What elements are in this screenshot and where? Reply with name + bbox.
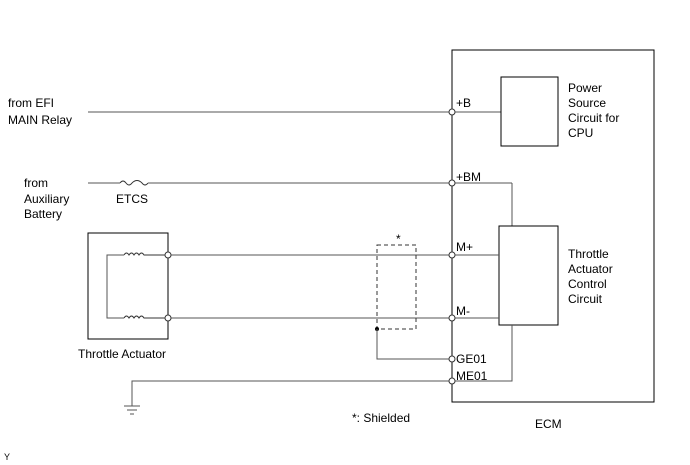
actuator-inner-wire — [106, 254, 124, 319]
wire-me01 — [131, 325, 513, 406]
terminal-me01 — [448, 377, 456, 385]
power-source-label-4: CPU — [568, 126, 593, 140]
throttle-actuator-label: Throttle Actuator — [78, 347, 166, 361]
terminal-plus-b — [448, 108, 456, 116]
power-source-label-3: Circuit for — [568, 111, 619, 125]
aux-battery-label-1: from — [24, 176, 48, 190]
terminal-plus-bm-label: +BM — [456, 170, 481, 184]
throttle-control-label-1: Throttle — [568, 247, 609, 261]
motor-coil-bottom — [123, 315, 168, 319]
actuator-terminal-top — [164, 251, 172, 259]
shield-box — [376, 244, 417, 330]
actuator-terminal-bottom — [164, 314, 172, 322]
terminal-m-minus — [448, 314, 456, 322]
terminal-m-plus — [448, 251, 456, 259]
terminal-m-plus-label: M+ — [456, 240, 473, 254]
shield-mark: * — [396, 232, 401, 246]
efi-relay-label-2: MAIN Relay — [8, 113, 72, 127]
motor-coil-top — [123, 252, 168, 256]
ecm-label: ECM — [535, 417, 562, 431]
aux-battery-label-2: Auxiliary — [24, 192, 69, 206]
terminal-plus-b-label: +B — [456, 96, 471, 110]
throttle-control-label-3: Control — [568, 277, 607, 291]
efi-relay-label-1: from EFI — [8, 96, 54, 110]
throttle-control-label-4: Circuit — [568, 292, 603, 306]
shield-note: *: Shielded — [352, 411, 410, 425]
terminal-me01-label: ME01 — [456, 369, 488, 383]
etcs-label: ETCS — [116, 192, 148, 206]
etcs-fuse-symbol — [119, 180, 149, 186]
terminal-plus-bm — [448, 179, 456, 187]
throttle-actuator-box — [87, 232, 169, 340]
throttle-control-label-2: Actuator — [568, 262, 613, 276]
power-source-label-1: Power — [568, 81, 602, 95]
power-source-block — [500, 76, 559, 147]
ground-icon — [124, 405, 140, 415]
terminal-ge01-label: GE01 — [456, 352, 487, 366]
throttle-control-block — [498, 225, 559, 326]
corner-label: Y — [4, 452, 10, 462]
terminal-ge01 — [448, 355, 456, 363]
aux-battery-label-3: Battery — [24, 207, 62, 221]
power-source-label-2: Source — [568, 96, 606, 110]
terminal-m-minus-label: M- — [456, 304, 470, 318]
wire-ge01 — [376, 329, 452, 360]
